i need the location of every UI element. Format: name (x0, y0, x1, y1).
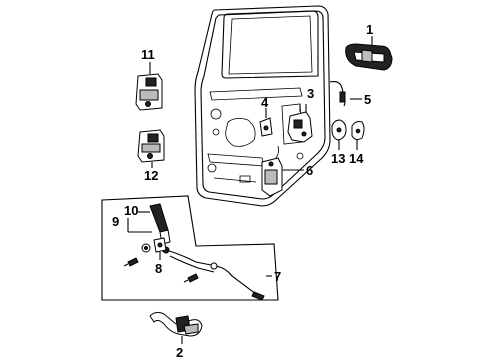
inside-door-handle (149, 311, 203, 344)
callout-4: 4 (261, 95, 269, 110)
handle-rod (329, 81, 362, 107)
callout-9: 9 (112, 214, 119, 229)
callout-10: 10 (124, 203, 138, 218)
outside-door-handle (345, 36, 393, 71)
upper-hinge (135, 62, 163, 111)
callout-8: 8 (155, 261, 162, 276)
callout-13: 13 (331, 151, 345, 166)
callout-5: 5 (364, 92, 371, 107)
striker-13 (331, 119, 347, 150)
callout-14: 14 (349, 151, 364, 166)
callout-7: 7 (274, 269, 281, 284)
cable-box-outline (101, 195, 279, 301)
lock-bracket (259, 108, 273, 137)
lower-hinge (137, 129, 165, 168)
bumper-14 (351, 121, 365, 150)
callout-1: 1 (366, 22, 373, 37)
cable-clip (153, 237, 167, 260)
round-grommet (141, 243, 151, 253)
release-cable (165, 249, 272, 301)
callout-2: 2 (176, 345, 183, 360)
remote-control (138, 203, 171, 254)
callout-12: 12 (144, 168, 158, 183)
callout-11: 11 (141, 47, 155, 62)
door-latch (287, 104, 313, 143)
push-pin-left (123, 257, 139, 267)
push-pin-right (183, 273, 199, 283)
callout-6: 6 (306, 163, 313, 178)
callout-9-bracket (127, 218, 152, 233)
lock-actuator (261, 145, 304, 197)
callout-3: 3 (307, 86, 314, 101)
